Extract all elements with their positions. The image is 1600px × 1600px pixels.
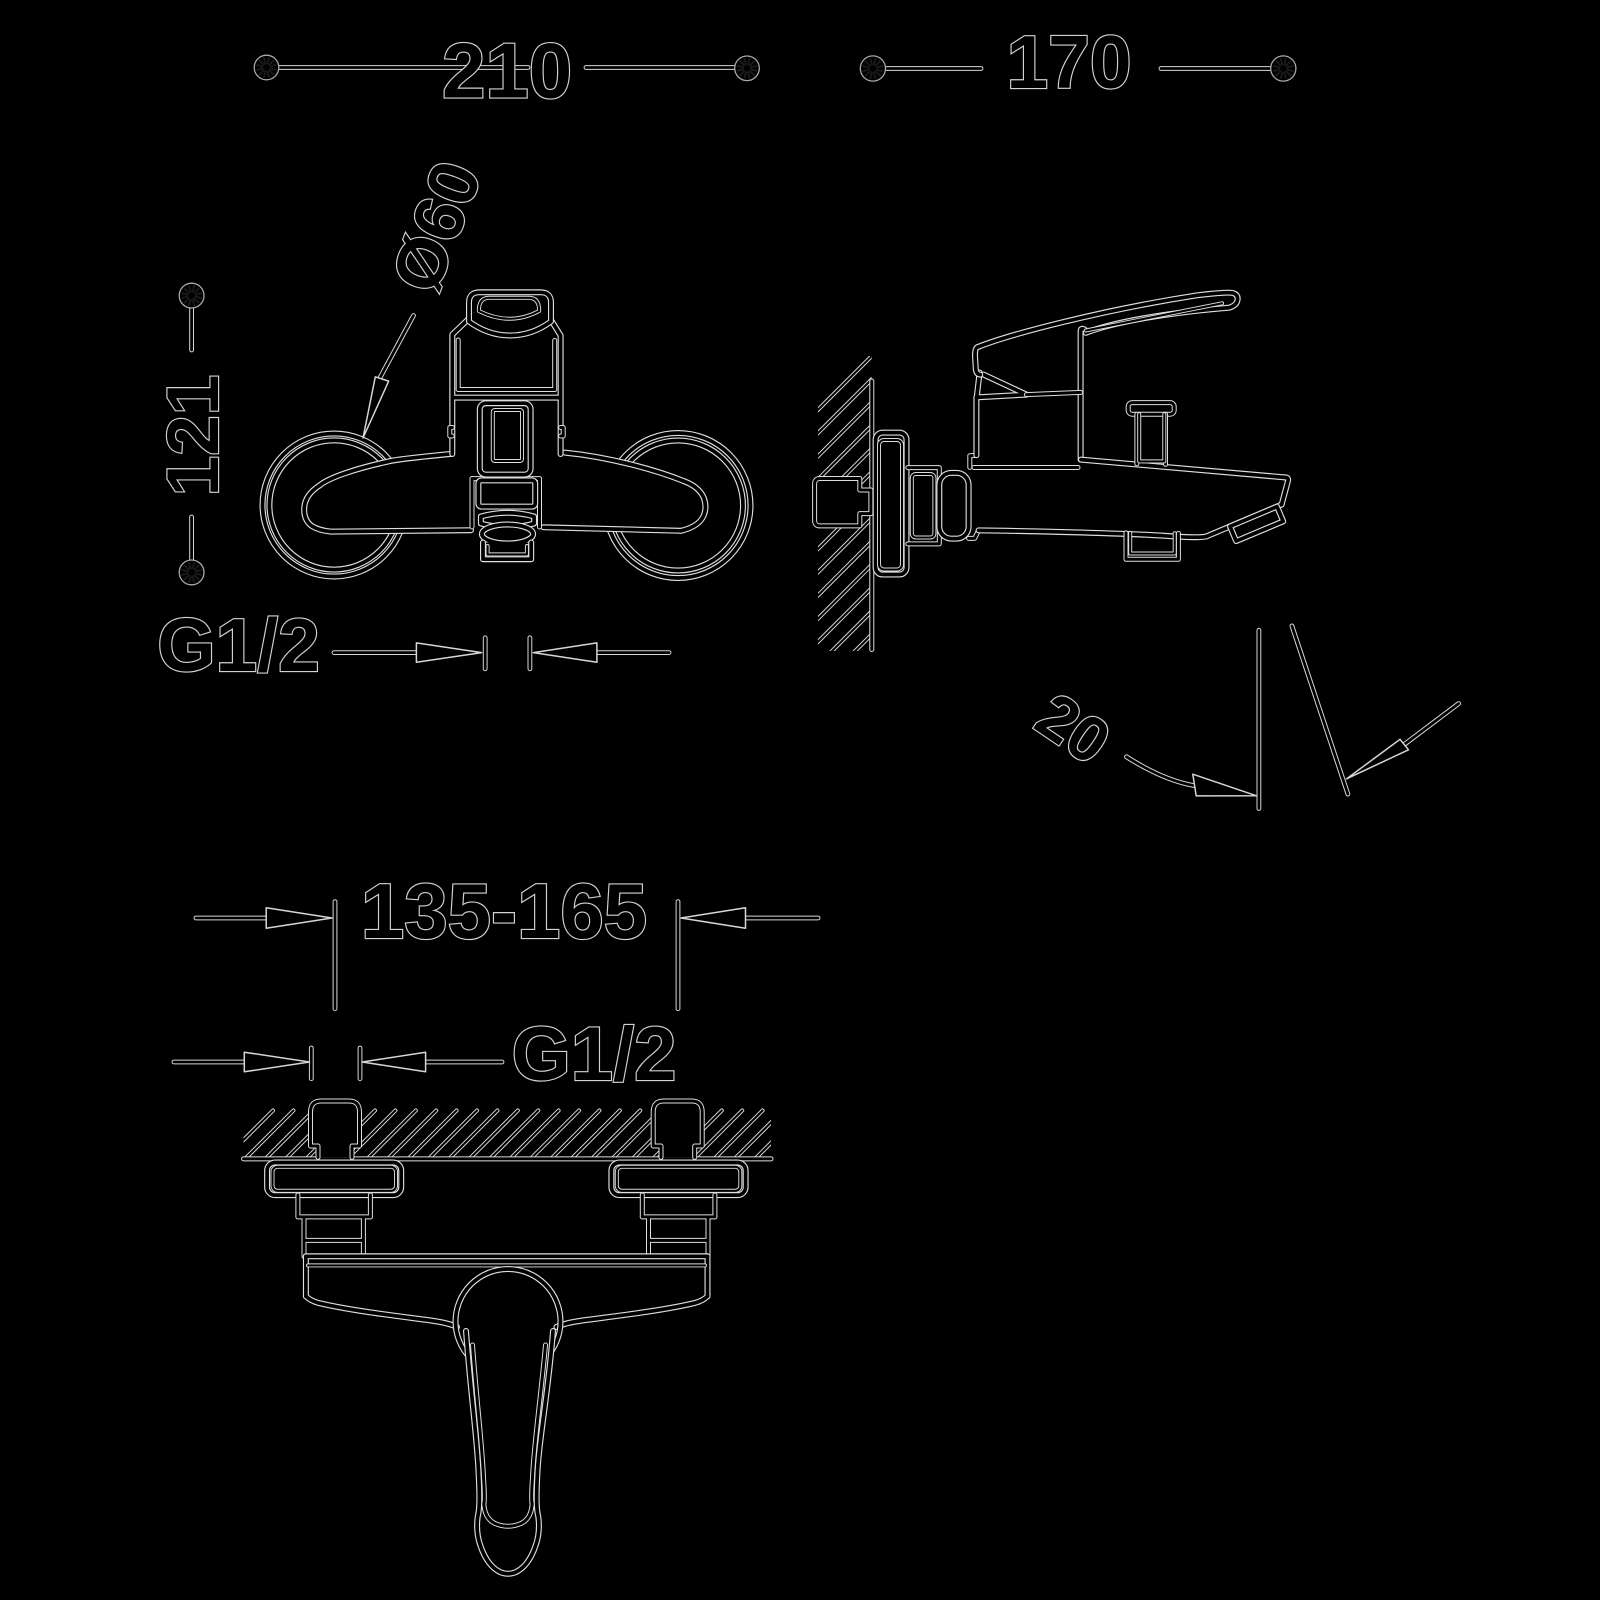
svg-text:210: 210 [442, 26, 572, 114]
svg-text:G1/2: G1/2 [157, 603, 320, 687]
svg-text:121: 121 [153, 375, 234, 497]
svg-text:G1/2: G1/2 [512, 1012, 677, 1097]
svg-text:170: 170 [1006, 20, 1131, 104]
svg-text:135-165: 135-165 [361, 867, 647, 955]
